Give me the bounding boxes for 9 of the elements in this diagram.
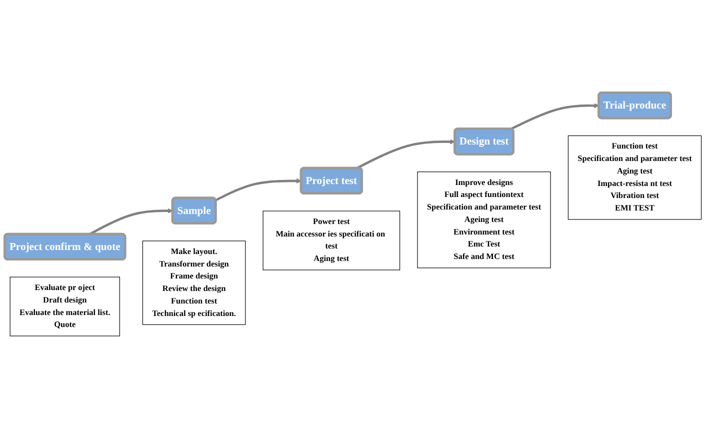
node-box: Make layout. Transformer design Frame design Review the design Function test Technical sp ecification. (142, 240, 246, 325)
node-box: Improve designs Full aspect funtiontext Specification and parameter test Ageing test Environment test Emc Test Safe and MC test (417, 171, 551, 268)
node-box: Function test Specification and parameter test Aging test Impact-resista nt test Vibration test EMI TEST (568, 135, 702, 220)
arrow (510, 102, 600, 130)
node-box: Evaluate pr oject Draft design Evaluate the material list. Quote (10, 276, 120, 336)
node-box: Power test Main accessor ies specificati on test Aging test (262, 210, 400, 270)
arrow (356, 138, 456, 169)
arrow (215, 178, 302, 201)
arrow (88, 208, 174, 235)
